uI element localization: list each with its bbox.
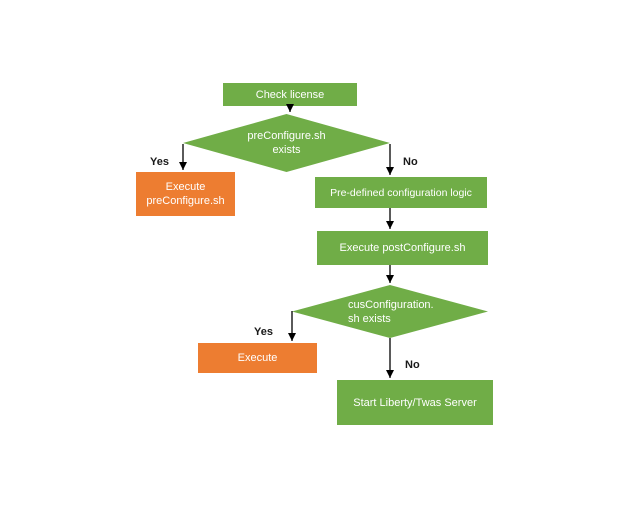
node-decision-preconfigure-exists: preConfigure.sh exists xyxy=(183,114,390,172)
branch-label-preconfigure-no: No xyxy=(403,156,418,168)
branch-label-cusconfiguration-yes: Yes xyxy=(254,326,273,338)
node-execute-cusconfiguration: Execute xyxy=(198,343,317,373)
node-execute-preconfigure: Execute preConfigure.sh xyxy=(136,172,235,216)
decision-cusconfiguration-line2: sh exists xyxy=(348,312,391,325)
node-execute-postconfigure: Execute postConfigure.sh xyxy=(317,231,488,265)
node-predefined-logic-label: Pre-defined configuration logic xyxy=(330,186,472,199)
node-check-license-label: Check license xyxy=(255,88,325,101)
node-decision-cusconfiguration-exists: cusConfiguration. sh exists xyxy=(292,285,488,338)
node-execute-postconfigure-label: Execute postConfigure.sh xyxy=(339,242,466,254)
node-start-server: Start Liberty/Twas Server xyxy=(337,380,493,425)
decision-preconfigure-line1: preConfigure.sh xyxy=(247,130,326,142)
node-execute-preconfigure-line2: preConfigure.sh xyxy=(146,195,225,207)
node-predefined-logic: Pre-defined configuration logic xyxy=(315,177,487,208)
node-execute-cusconfiguration-label: Execute xyxy=(237,352,278,364)
node-start-server-label: Start Liberty/Twas Server xyxy=(353,396,477,409)
decision-preconfigure-line2: exists xyxy=(272,144,301,156)
node-check-license: Check license xyxy=(223,83,357,106)
branch-label-preconfigure-yes: Yes xyxy=(150,156,169,168)
node-execute-preconfigure-line1: Execute xyxy=(165,181,206,193)
decision-cusconfiguration-line1: cusConfiguration. xyxy=(348,298,434,311)
branch-label-cusconfiguration-no: No xyxy=(405,359,420,371)
